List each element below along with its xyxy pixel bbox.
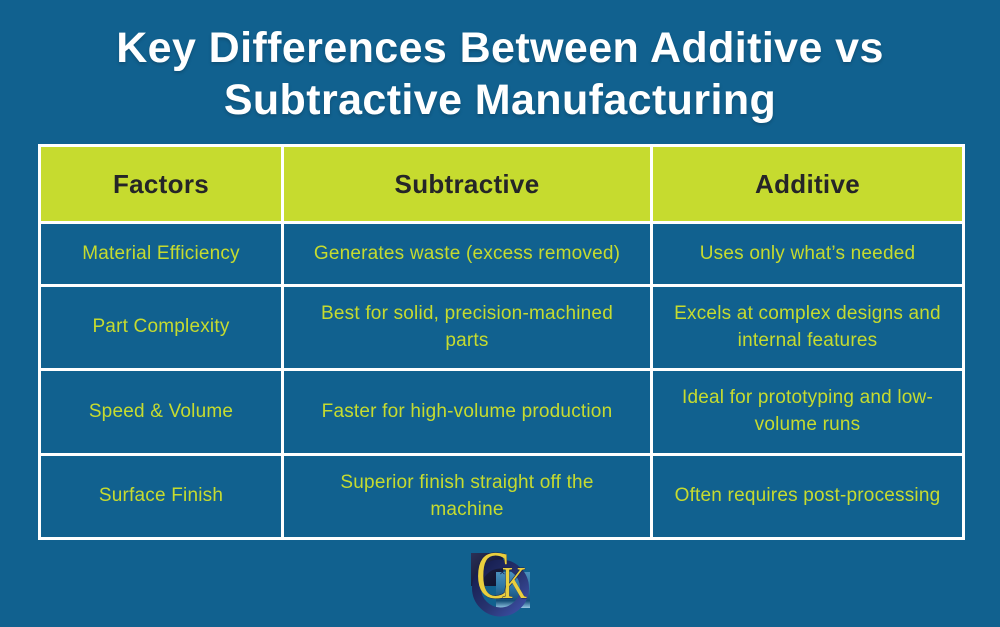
page-title-line-1: Key Differences Between Additive vs xyxy=(116,24,884,72)
subtractive-cell: Generates waste (excess removed) xyxy=(281,221,653,287)
table-row: Material Efficiency Generates waste (exc… xyxy=(38,221,965,287)
comparison-table: Factors Subtractive Additive Material Ef… xyxy=(38,144,965,540)
additive-cell: Often requires post-processing xyxy=(650,453,965,540)
additive-cell: Excels at complex designs and internal f… xyxy=(650,284,965,371)
subtractive-cell: Superior finish straight off the machine xyxy=(281,453,653,540)
page-title: Key Differences Between Additive vs Subt… xyxy=(0,22,1000,127)
logo-letter-c: C xyxy=(476,537,511,613)
table-row: Speed & Volume Faster for high-volume pr… xyxy=(38,368,965,456)
factor-cell: Surface Finish xyxy=(38,453,284,540)
logo-letter-k: K xyxy=(502,557,527,608)
table-row: Part Complexity Best for solid, precisio… xyxy=(38,284,965,371)
factor-cell: Part Complexity xyxy=(38,284,284,371)
header-cell-subtractive: Subtractive xyxy=(281,144,653,224)
table-row: Surface Finish Superior finish straight … xyxy=(38,453,965,540)
ck-brand-logo: C ✕ K xyxy=(452,541,548,627)
additive-cell: Uses only what’s needed xyxy=(650,221,965,287)
header-row: Factors Subtractive Additive xyxy=(38,144,965,224)
logo-ring-icon xyxy=(472,559,529,617)
page-title-line-2: Subtractive Manufacturing xyxy=(223,76,777,125)
subtractive-cell: Faster for high-volume production xyxy=(281,368,653,456)
factor-cell: Material Efficiency xyxy=(38,221,284,287)
header-cell-additive: Additive xyxy=(650,144,965,224)
logo-small-mark-icon: ✕ xyxy=(499,568,506,577)
subtractive-cell: Best for solid, precision-machined parts xyxy=(281,284,653,371)
header-cell-factors: Factors xyxy=(38,144,284,224)
factor-cell: Speed & Volume xyxy=(38,368,284,456)
additive-cell: Ideal for prototyping and low-volume run… xyxy=(650,368,965,456)
